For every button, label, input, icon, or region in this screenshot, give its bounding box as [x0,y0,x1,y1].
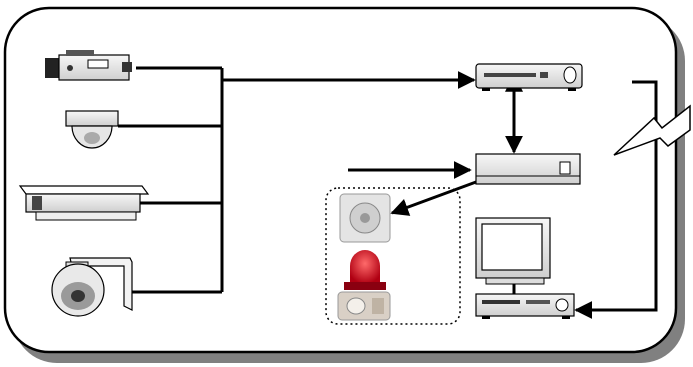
red-beacon-icon [344,250,386,290]
outdoor-camera-housing-icon [18,185,150,221]
alarm-io-box-icon [475,153,581,185]
box-camera-icon [45,50,132,81]
crt-monitor-icon [475,217,551,294]
wiring [118,66,658,319]
wireless-link-icon [613,104,691,156]
alarm-output-group [325,187,461,325]
siren-icon [337,291,391,321]
dvr-recorder-icon [475,293,575,319]
dome-camera-icon [65,110,119,149]
speaker-icon [339,193,391,243]
ptz-speed-dome-camera-icon [51,257,133,317]
network-video-server-icon [475,63,583,91]
